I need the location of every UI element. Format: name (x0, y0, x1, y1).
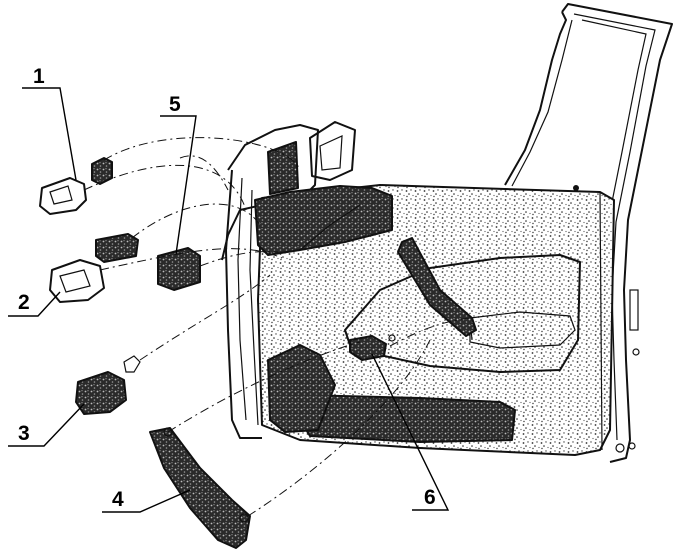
mirror-mount-trim (221, 121, 356, 261)
part-1-switch-bezel (39, 157, 113, 215)
callout-6: 6 (424, 486, 436, 509)
part-2-window-switch-bezel (49, 233, 139, 303)
callout-leaders (8, 87, 450, 513)
door-trim-panel (257, 184, 640, 456)
part-4-lower-trim-strip (149, 427, 251, 549)
part-3-switch-unit (75, 355, 141, 415)
assembly-lines (83, 137, 471, 517)
door-front-edge (225, 169, 262, 439)
part-5-switch-block (157, 247, 201, 291)
callout-3: 3 (18, 422, 30, 445)
callout-5: 5 (169, 93, 181, 116)
callout-2: 2 (18, 291, 30, 314)
grab-handle (397, 237, 477, 337)
callout-4: 4 (112, 488, 124, 511)
upper-trim-insert (254, 185, 393, 256)
callout-numbers: 1 2 3 4 5 6 (18, 65, 436, 511)
callout-1: 1 (33, 65, 45, 88)
